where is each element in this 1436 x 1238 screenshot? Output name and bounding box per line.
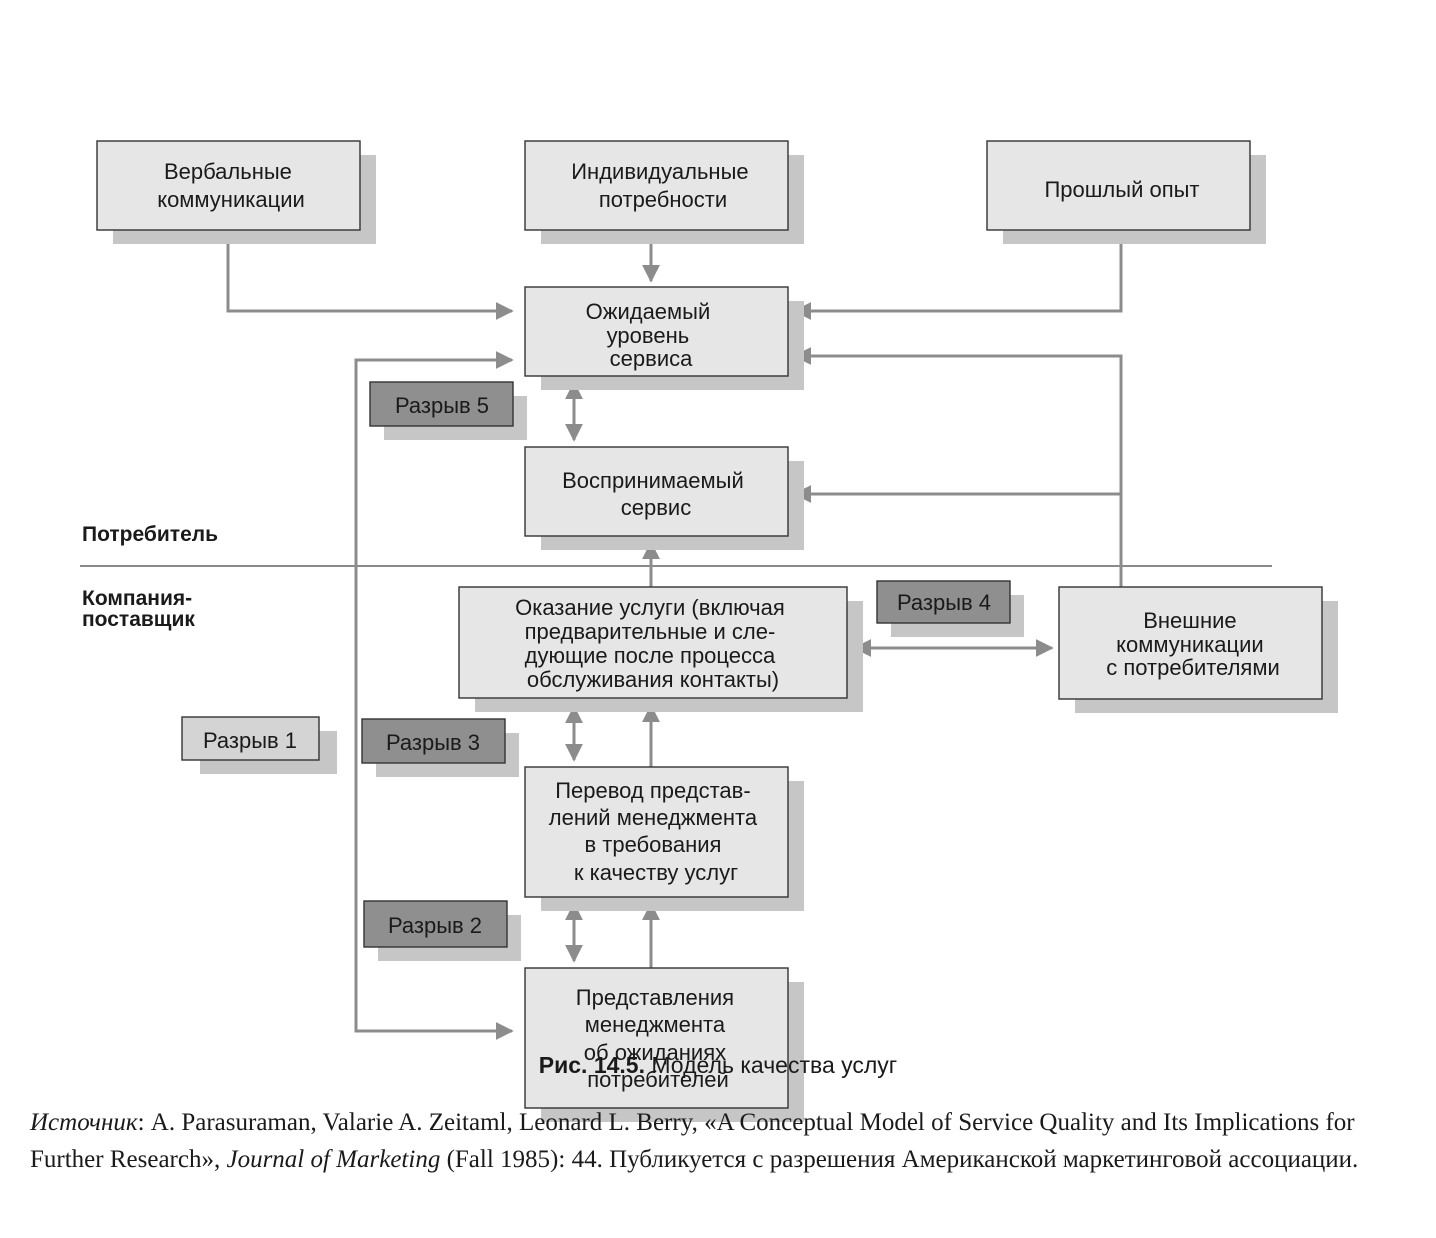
node-management-label: Представления менеджмента об ожиданиях п…	[576, 985, 740, 1092]
node-external-communications: Внешние коммуникации с потребителями	[1058, 586, 1338, 713]
node-needs-label: Индивидуальные потребности	[571, 159, 755, 212]
node-delivery-label: Оказание услуги (включая предварительные…	[515, 595, 791, 692]
node-management-perceptions: Представления менеджмента об ожиданиях п…	[524, 967, 804, 1122]
node-management-translation: Перевод представ- лений менеджмента в тр…	[524, 766, 804, 911]
gap-1-label: Разрыв 1	[203, 728, 297, 753]
source-text-part1: : A. Parasuraman, Valarie A. Zeitaml, Le…	[30, 1109, 1355, 1173]
gap-2: Разрыв 2	[363, 900, 521, 961]
figure-caption: Рис. 14.5. Модель качества услуг	[0, 1052, 1436, 1079]
arrow-experience-to-expected	[793, 231, 1123, 320]
source-note: Источник: A. Parasuraman, Valarie A. Zei…	[30, 1104, 1410, 1178]
node-external-label: Внешние коммуникации с потребителями	[1106, 608, 1279, 680]
gap-4: Разрыв 4	[876, 580, 1024, 637]
node-past-experience: Прошлый опыт	[986, 140, 1266, 244]
gap-5-label: Разрыв 5	[395, 393, 489, 418]
figure-number: Рис. 14.5.	[538, 1052, 645, 1078]
node-verbal-communications: Вербальные коммуникации	[96, 140, 376, 244]
node-experience-label: Прошлый опыт	[1044, 177, 1199, 202]
gap-3: Разрыв 3	[361, 718, 519, 777]
gap-1: Разрыв 1	[181, 716, 337, 774]
node-individual-needs: Индивидуальные потребности	[524, 140, 804, 244]
node-perceived-label: Воспринимаемый сервис	[562, 468, 750, 520]
arrow-external-to-expected	[793, 347, 1123, 588]
node-verbal-label: Вербальные коммуникации	[157, 159, 305, 212]
gap-2-label: Разрыв 2	[388, 913, 482, 938]
node-expected-service: Ожидаемый уровень сервиса	[524, 286, 804, 390]
figure-title: Модель качества услуг	[645, 1052, 898, 1078]
connectors	[226, 231, 1123, 1040]
arrow-gap1-expected-management	[354, 351, 514, 1040]
gap-4-label: Разрыв 4	[897, 590, 991, 615]
consumer-zone-label: Потребитель	[82, 523, 218, 546]
provider-zone-label: Компания- поставщик	[82, 587, 198, 631]
gap-5: Разрыв 5	[369, 381, 527, 440]
source-text-part2: (Fall 1985): 44. Публикуется с разрешени…	[440, 1146, 1359, 1173]
source-label: Источник	[30, 1109, 138, 1136]
node-service-delivery: Оказание услуги (включая предварительные…	[458, 586, 863, 712]
arrow-verbal-to-expected	[226, 231, 514, 320]
node-expected-label: Ожидаемый уровень сервиса	[586, 299, 717, 371]
source-journal: Journal of Marketing	[226, 1146, 441, 1173]
gap-3-label: Разрыв 3	[386, 730, 480, 755]
node-perceived-service: Воспринимаемый сервис	[524, 446, 804, 550]
node-translation-label: Перевод представ- лений менеджмента в тр…	[549, 778, 763, 885]
